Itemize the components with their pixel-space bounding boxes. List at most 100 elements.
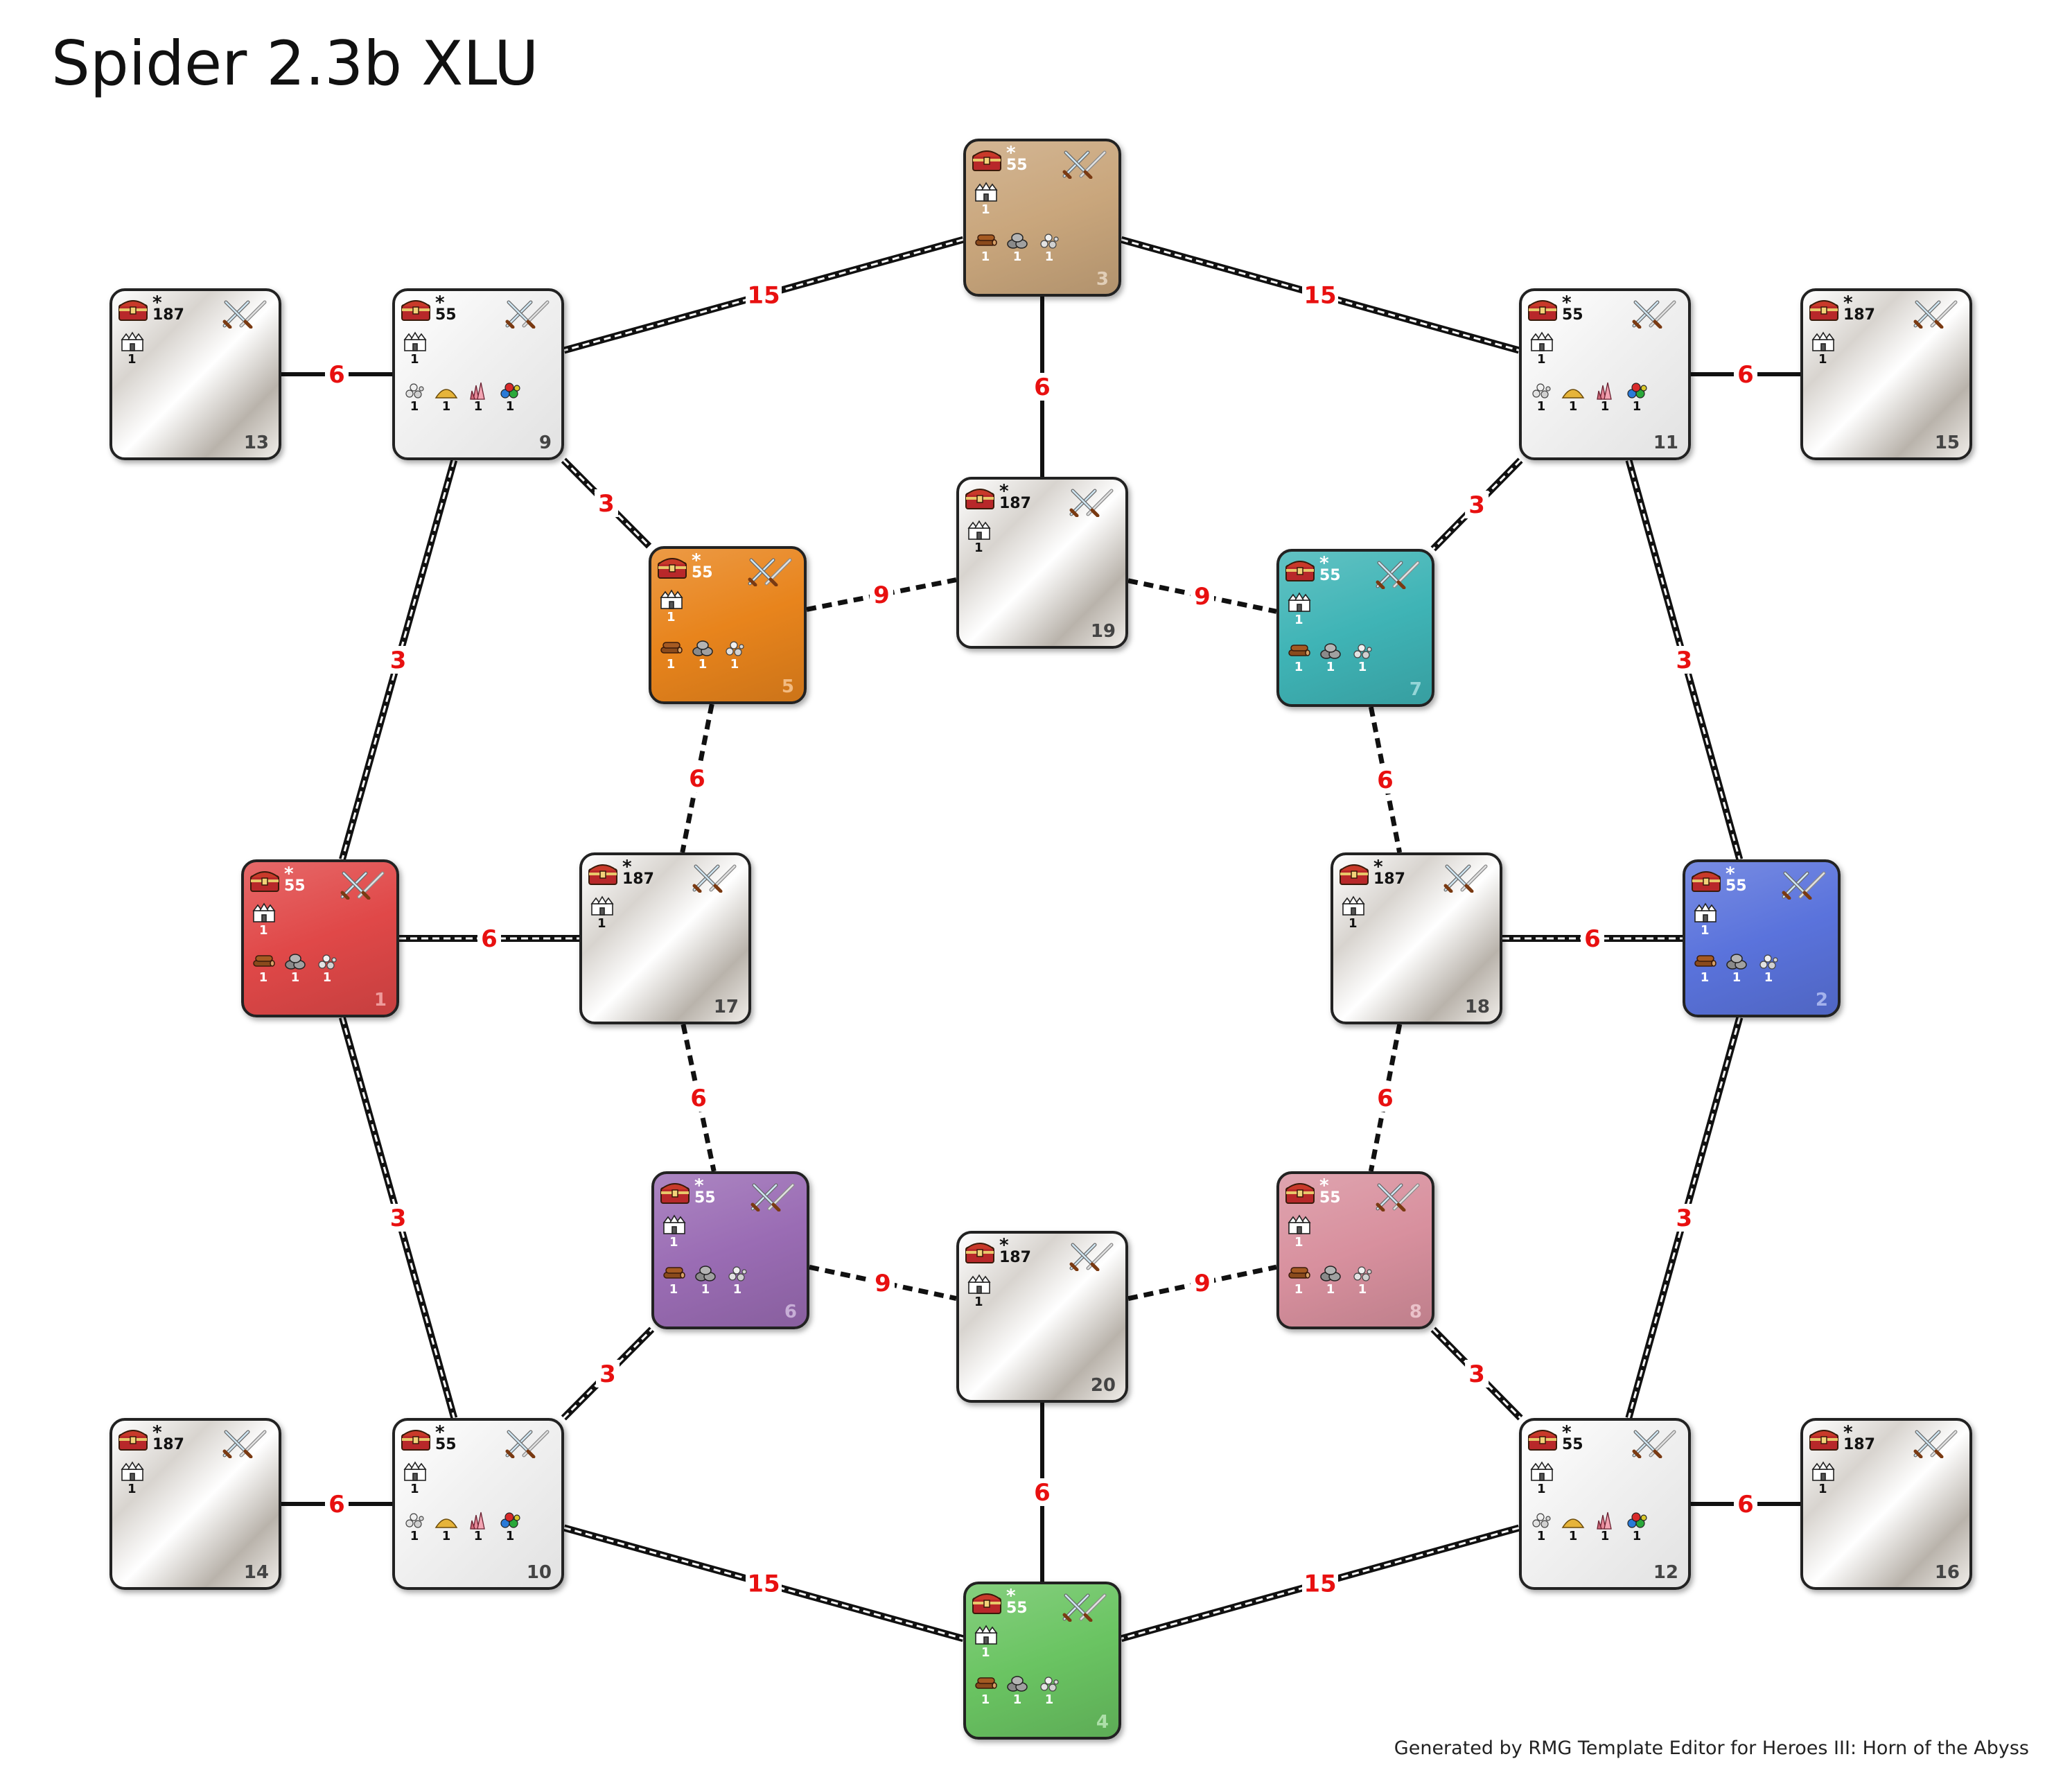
zone-treasure-value: 55	[284, 877, 306, 895]
resource-item: 1	[1592, 1511, 1617, 1543]
mercury-icon	[1756, 952, 1781, 972]
zone-strength-star: *	[622, 857, 632, 877]
link-label-bg	[1030, 373, 1054, 401]
resource-item: 1	[434, 381, 459, 413]
link-label-bg	[595, 1360, 620, 1388]
link-label-bg	[1302, 281, 1338, 309]
resource-item: 1	[1692, 952, 1717, 984]
town-icon	[1529, 331, 1555, 352]
crossed-swords-icon	[1911, 1428, 1960, 1459]
resource-item: 1	[251, 952, 276, 984]
resource-count: 1	[410, 399, 419, 414]
link-value-label: 3	[390, 647, 407, 674]
town-icon	[1810, 1461, 1836, 1482]
crystal-icon	[1592, 381, 1617, 401]
mercury-icon	[315, 952, 340, 972]
zone-strength-star: *	[1319, 553, 1329, 574]
resource-count: 1	[1326, 1282, 1335, 1297]
resource-item: 1	[661, 1264, 686, 1296]
resource-item: 1	[1005, 231, 1030, 263]
link-value-label: 6	[1737, 361, 1754, 389]
mercury-icon	[725, 1264, 750, 1284]
ore-icon	[1724, 952, 1749, 972]
resource-item: 1	[402, 1511, 427, 1543]
zone-number: 11	[1653, 432, 1678, 453]
zone-treasure-value: 55	[1006, 157, 1028, 174]
zone-treasure-value: 55	[1319, 567, 1341, 584]
zone-strength-star: *	[999, 1235, 1009, 1256]
zone-town-count: 1	[974, 1295, 983, 1309]
mercury-icon	[402, 1511, 427, 1530]
link-12-4: 15	[1120, 1524, 1520, 1643]
sulfur-icon	[1561, 381, 1586, 401]
zone-town-count: 1	[974, 541, 983, 555]
link-label-bg	[685, 764, 709, 792]
resource-item: 1	[1286, 642, 1311, 674]
link-label-bg	[386, 646, 410, 674]
town-icon	[973, 1625, 999, 1645]
link-value-label: 15	[1303, 1570, 1336, 1597]
town-icon	[1810, 331, 1836, 352]
wood-icon	[1286, 1264, 1311, 1284]
resource-item: 1	[973, 1674, 998, 1706]
mercury-icon	[722, 639, 747, 658]
zone-town-count: 1	[1537, 352, 1546, 367]
zone-town-count: 1	[410, 352, 419, 367]
zone-town-count: 1	[981, 202, 990, 217]
wood-icon	[658, 639, 683, 658]
wood-icon	[1692, 952, 1717, 972]
resource-count: 1	[505, 399, 515, 414]
town-icon	[966, 520, 992, 541]
resource-item: 1	[1350, 642, 1375, 674]
resource-count: 1	[441, 399, 451, 414]
ore-icon	[283, 952, 308, 972]
treasure-chest-icon	[1339, 861, 1369, 886]
link-label-bg	[870, 580, 893, 609]
zone-treasure-value: 187	[1843, 1436, 1875, 1453]
zone-strength-star: *	[999, 481, 1009, 502]
resource-item: 1	[1724, 952, 1749, 984]
crystal-icon	[466, 1511, 491, 1530]
link-line	[1627, 1017, 1741, 1419]
zone-treasure-value: 55	[1562, 1436, 1583, 1453]
zone-treasure-value: 55	[1006, 1600, 1028, 1617]
crossed-swords-icon	[1780, 869, 1828, 900]
resource-count: 1	[473, 1529, 483, 1543]
link-label-bg	[1734, 1490, 1757, 1518]
ore-icon	[1318, 642, 1343, 661]
mercury-icon	[1529, 1511, 1554, 1530]
zone-number: 19	[1090, 621, 1116, 642]
resource-item: 1	[725, 1264, 750, 1296]
resource-count: 1	[1326, 660, 1335, 674]
link-3-11: 15	[1120, 236, 1520, 354]
resource-count: 1	[1764, 970, 1773, 985]
link-line	[563, 238, 964, 352]
resource-item: 1	[466, 381, 491, 413]
ore-icon	[693, 1264, 718, 1284]
link-1-17: 6	[399, 925, 579, 953]
link-2-12: 3	[1625, 1016, 1744, 1419]
zone-town-count: 1	[1349, 916, 1358, 931]
